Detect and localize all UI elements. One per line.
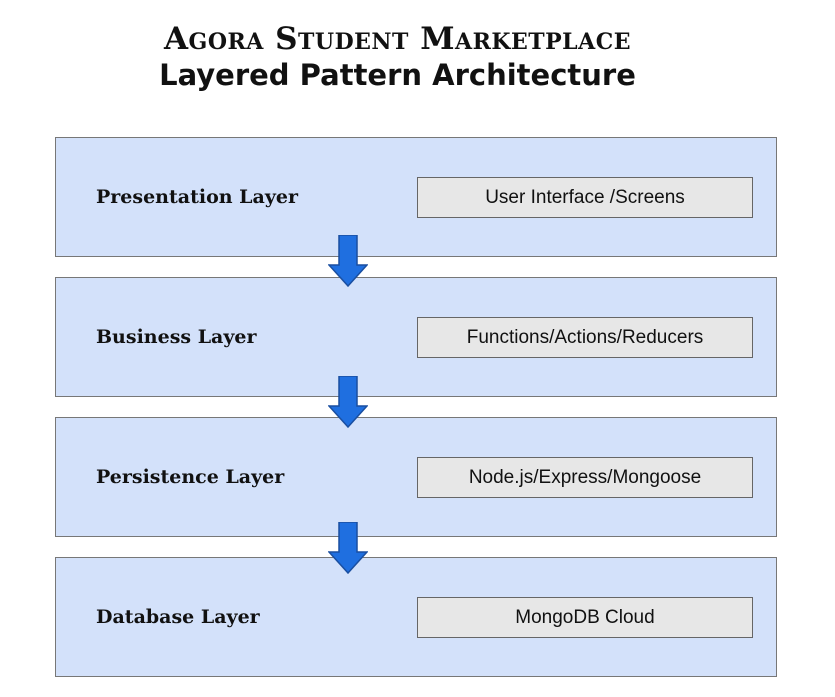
presentation-layer-label: Presentation Layer — [96, 186, 298, 208]
title-line-1: Agora Student Marketplace — [163, 21, 631, 57]
arrow-down-icon — [328, 522, 368, 574]
business-layer-label: Business Layer — [96, 326, 257, 348]
persistence-layer: Persistence Layer Node.js/Express/Mongoo… — [55, 417, 777, 537]
title-line-2: Layered Pattern Architecture — [159, 58, 636, 92]
presentation-component-box: User Interface /Screens — [417, 177, 753, 218]
presentation-layer: Presentation Layer User Interface /Scree… — [55, 137, 777, 257]
business-component-box: Functions/Actions/Reducers — [417, 317, 753, 358]
database-component-box: MongoDB Cloud — [417, 597, 753, 638]
database-layer-label: Database Layer — [96, 606, 260, 628]
arrow-down-icon — [328, 235, 368, 287]
business-layer: Business Layer Functions/Actions/Reducer… — [55, 277, 777, 397]
diagram-title: Agora Student Marketplace Layered Patter… — [0, 20, 795, 92]
persistence-component-box: Node.js/Express/Mongoose — [417, 457, 753, 498]
database-layer: Database Layer MongoDB Cloud — [55, 557, 777, 677]
arrow-down-icon — [328, 376, 368, 428]
persistence-layer-label: Persistence Layer — [96, 466, 285, 488]
